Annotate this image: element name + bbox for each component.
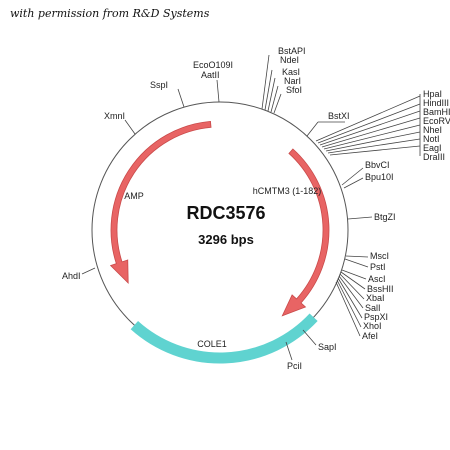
feature-amp-arrow [109,120,212,284]
site-label-draiii: DraIII [423,152,445,162]
site-label-sali: SalI [365,303,381,313]
site-label-eagi: EagI [423,143,442,153]
site-label-kasi: KasI [282,67,300,77]
site-label-ahdi: AhdI [62,271,81,281]
site-label-msci: MscI [370,251,389,261]
site-label-ndei: NdeI [280,55,299,65]
feature-cole1-bar [130,313,318,364]
site-label-bamhi: BamHI [423,107,450,117]
site-label-bpu10i: Bpu10I [365,172,394,182]
site-label-pspxi: PspXI [364,312,388,322]
site-label-sapi: SapI [318,342,337,352]
feature-label-cole1: COLE1 [197,339,227,349]
site-label-sspi: SspI [150,80,168,90]
permission-note: with permission from R&D Systems [10,7,210,20]
site-label-bstxi: BstXI [328,111,350,121]
site-label-bstapi: BstAPI [278,46,306,56]
site-ticks [81,54,421,361]
site-label-asci: AscI [368,274,386,284]
site-label-psti: PstI [370,262,386,272]
site-label-xmni: XmnI [104,111,125,121]
site-labels: EcoO109I AatII SspI XmnI AhdI BstAPI Nde… [62,46,450,371]
site-label-ecorv: EcoRV [423,116,450,126]
site-label-xhoi: XhoI [363,321,382,331]
site-label-btgzi: BtgZI [374,212,396,222]
site-label-sfoi: SfoI [286,85,302,95]
site-label-nari: NarI [284,76,301,86]
site-label-hindiii: HindIII [423,98,449,108]
site-label-hpai: HpaI [423,89,442,99]
site-label-aatii: AatII [201,70,220,80]
site-label-ecoo109i: EcoO109I [193,60,233,70]
site-label-bbvci: BbvCI [365,160,390,170]
site-label-nhei: NheI [423,125,442,135]
site-label-xbai: XbaI [366,293,385,303]
site-label-afei: AfeI [362,331,378,341]
feature-label-amp: AMP [124,191,144,201]
site-label-bsshii: BssHII [367,284,394,294]
feature-label-hcmtm3: hCMTM3 (1-182) [253,186,322,196]
feature-hcmtm3-arrow [281,148,330,317]
site-label-noti: NotI [423,134,440,144]
plasmid-name: RDC3576 [186,203,265,223]
plasmid-size: 3296 bps [198,232,254,247]
site-label-pcii: PciI [287,361,302,371]
